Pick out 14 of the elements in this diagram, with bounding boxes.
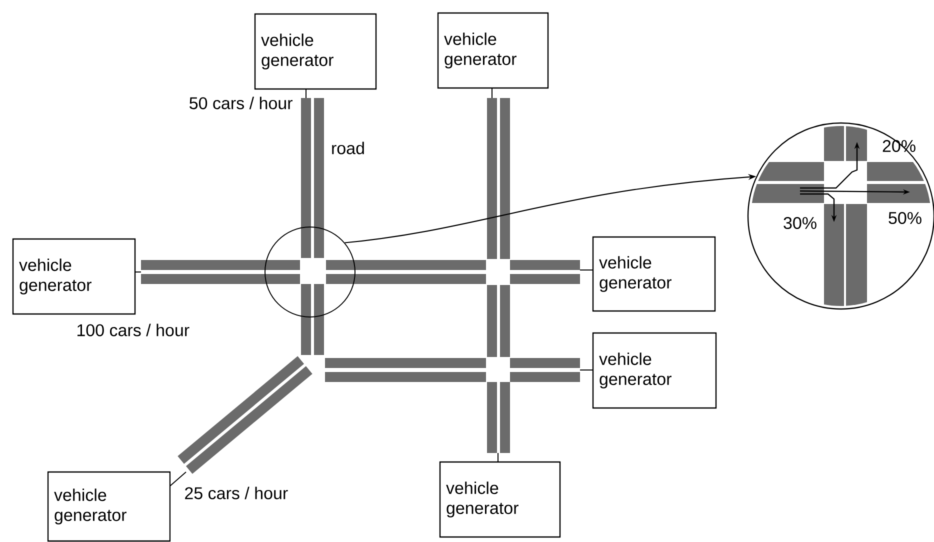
generator-box: vehicle generator [254,13,377,90]
flow-rate-label: 50 cars / hour [190,96,292,110]
percent-label: 50% [888,212,922,224]
flow-rate-label: 25 cars / hour [185,486,288,500]
percent-label: 30% [784,216,816,230]
generator-box: vehicle generator [592,236,716,312]
magnifier-circle [264,226,356,318]
generator-box: vehicle generator [437,12,549,89]
generator-box: vehicle generator [12,238,136,315]
flow-rate-label: 100 cars / hour [78,324,190,336]
generator-box: vehicle generator [439,461,561,538]
generator-box: vehicle generator [47,471,171,542]
road-label: road [332,142,364,154]
generator-box: vehicle generator [592,332,717,409]
